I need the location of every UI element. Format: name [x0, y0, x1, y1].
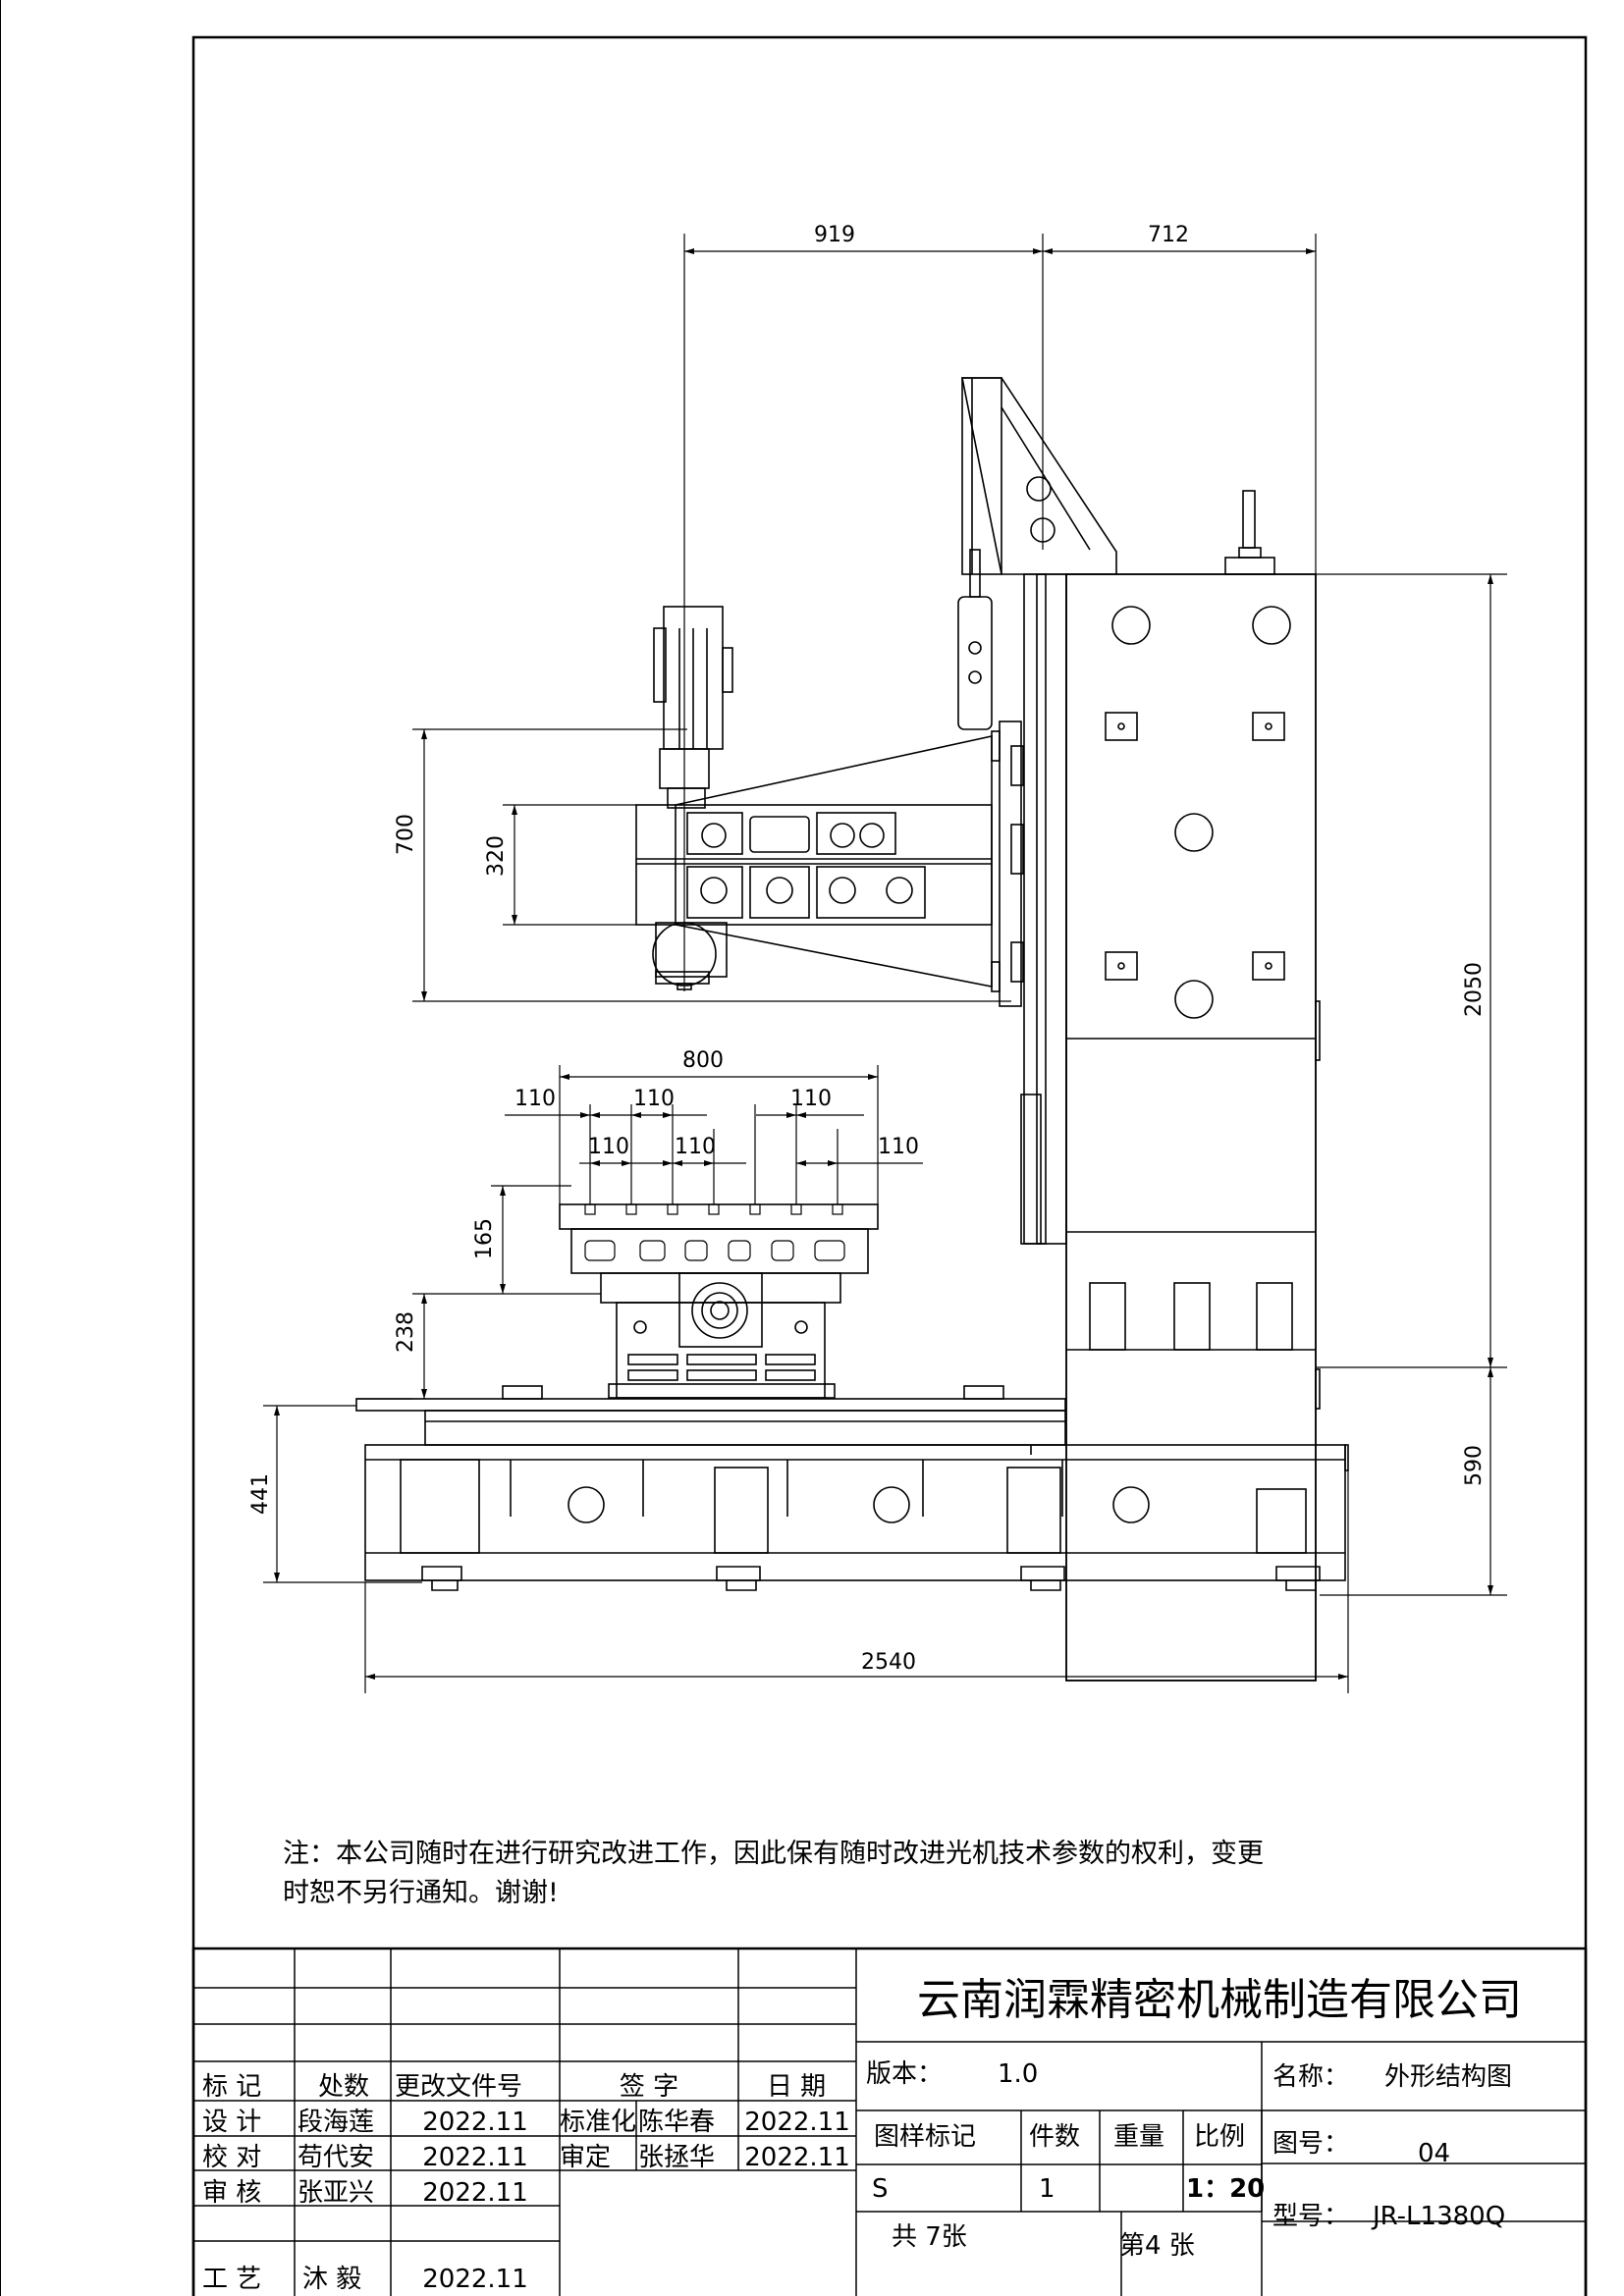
- sheet-number: 第4 张: [1119, 2231, 1195, 2261]
- spindle-head: [635, 721, 1024, 1007]
- model-value: JR-L1380Q: [1371, 2202, 1505, 2231]
- header-count: 处数: [318, 2072, 369, 2102]
- version-value: 1.0: [998, 2059, 1038, 2089]
- dim-110-a: 110: [514, 1087, 556, 1111]
- sheet-border: [191, 35, 1588, 2296]
- title-block-text: 云南润霖精密机械制造有限公司 标 记 处数 更改文件号 签 字 日 期 设 计 …: [202, 1975, 1522, 2294]
- row-date-check: 2022.11: [422, 2143, 528, 2172]
- sample-mark-value: S: [872, 2174, 889, 2204]
- dim-2540: 2540: [861, 1650, 916, 1675]
- dim-110-f: 110: [878, 1135, 919, 1159]
- scale-value: 1：20: [1186, 2174, 1265, 2204]
- guide-rail: [355, 1385, 1066, 1446]
- note-line-2: 时恕不另行通知。谢谢!: [283, 1878, 559, 1908]
- dimension-lines: [263, 234, 1507, 1693]
- row-date-standard: 2022.11: [744, 2108, 850, 2137]
- row-role-approve: 审定: [560, 2143, 611, 2172]
- row-date-review: 2022.11: [422, 2178, 528, 2208]
- work-table: [559, 1203, 879, 1274]
- header-signature: 签 字: [620, 2072, 678, 2102]
- machine-drawing: [355, 377, 1349, 1682]
- drawing-no-label: 图号：: [1272, 2129, 1349, 2159]
- spindle-motor: [652, 606, 733, 990]
- dim-110-d: 110: [588, 1135, 629, 1159]
- sample-mark-label: 图样标记: [874, 2122, 976, 2152]
- note-block: 注：本公司随时在进行研究改进工作，因此保有随时改进光机技术参数的权利，变更 时恕…: [283, 1839, 1264, 1908]
- header-date: 日 期: [767, 2072, 826, 2102]
- header-change-doc: 更改文件号: [395, 2072, 522, 2102]
- row-date-process: 2022.11: [422, 2265, 528, 2294]
- row-role-design: 设 计: [202, 2108, 261, 2137]
- dim-919: 919: [814, 223, 855, 247]
- row-name-review: 张亚兴: [298, 2178, 374, 2208]
- dim-712: 712: [1148, 223, 1189, 247]
- dim-441: 441: [248, 1473, 273, 1515]
- company-name: 云南润霖精密机械制造有限公司: [917, 1975, 1522, 2025]
- row-name-approve: 张拯华: [638, 2143, 715, 2172]
- dimension-labels: 919 712 700 320 800 110 110 110 110 110 …: [248, 223, 1487, 1675]
- sheets-total: 共 7张: [892, 2222, 967, 2252]
- model-label: 型号：: [1272, 2202, 1349, 2231]
- counterweight-cylinder: [957, 549, 993, 730]
- row-role-process: 工 艺: [202, 2265, 261, 2294]
- dim-800: 800: [682, 1048, 724, 1073]
- dim-165: 165: [472, 1218, 497, 1259]
- row-name-standard: 陈华春: [638, 2108, 715, 2137]
- saddle: [600, 1272, 841, 1399]
- row-date-design: 2022.11: [422, 2108, 528, 2137]
- name-label: 名称：: [1272, 2062, 1349, 2092]
- dim-110-b: 110: [633, 1087, 675, 1111]
- quantity-label: 件数: [1029, 2122, 1080, 2152]
- machine-base: [364, 1444, 1349, 1591]
- scale-label: 比例: [1194, 2122, 1245, 2152]
- name-value: 外形结构图: [1384, 2062, 1512, 2092]
- dim-2050: 2050: [1462, 962, 1487, 1017]
- row-role-standard: 标准化: [560, 2108, 636, 2137]
- dim-110-c: 110: [790, 1087, 832, 1111]
- dim-700: 700: [394, 814, 418, 855]
- row-role-review: 审 核: [202, 2178, 261, 2208]
- dim-238: 238: [394, 1311, 418, 1353]
- note-line-1: 注：本公司随时在进行研究改进工作，因此保有随时改进光机技术参数的权利，变更: [283, 1839, 1264, 1869]
- dim-110-e: 110: [675, 1135, 716, 1159]
- dim-590: 590: [1462, 1445, 1487, 1486]
- top-bracket: [961, 377, 1117, 575]
- drawing-no-value: 04: [1418, 2139, 1450, 2168]
- row-name-process: 沐 毅: [302, 2265, 361, 2294]
- dim-320: 320: [484, 835, 509, 877]
- row-date-approve: 2022.11: [744, 2143, 850, 2172]
- row-role-check: 校 对: [202, 2143, 261, 2172]
- version-label: 版本：: [866, 2059, 943, 2089]
- weight-label: 重量: [1113, 2122, 1164, 2152]
- header-mark: 标 记: [202, 2072, 261, 2102]
- row-name-design: 段海莲: [298, 2108, 374, 2137]
- quantity-value: 1: [1039, 2174, 1056, 2204]
- row-name-check: 苟代安: [298, 2143, 374, 2172]
- title-block: [191, 1947, 1588, 2296]
- column: [1020, 490, 1321, 1682]
